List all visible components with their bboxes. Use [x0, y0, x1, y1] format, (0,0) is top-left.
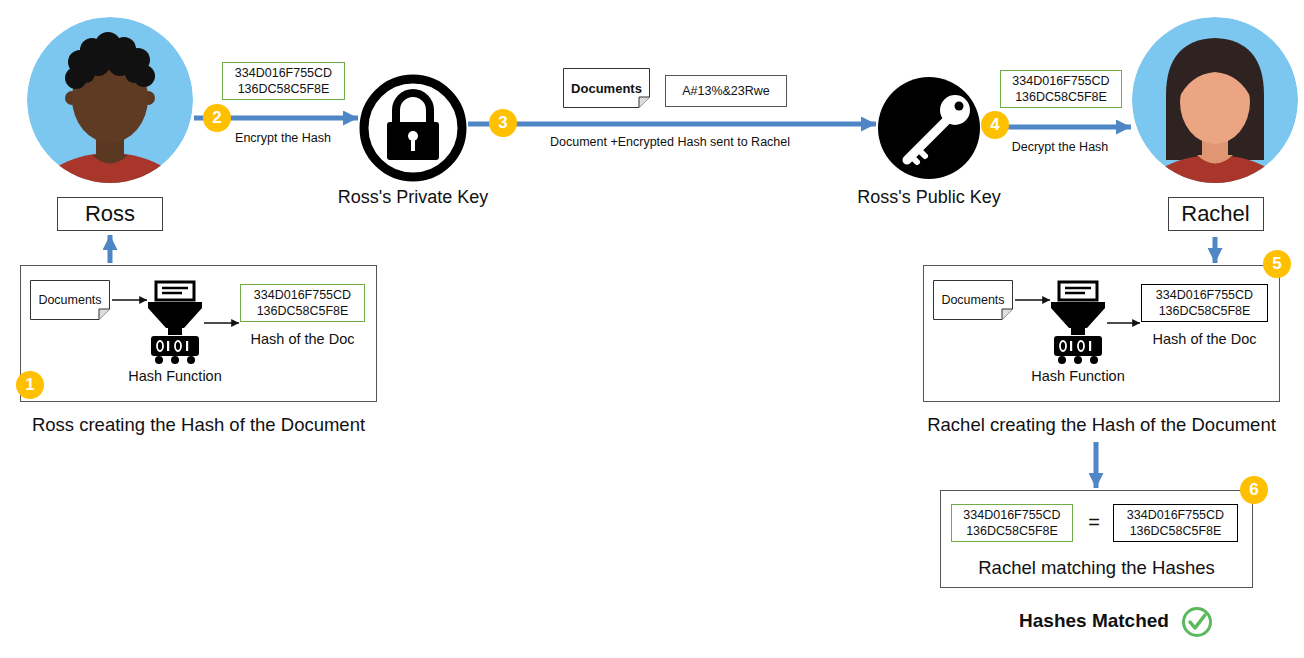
callout-number: 6 — [1240, 476, 1268, 504]
hash-caption: Hash of the Doc — [251, 331, 355, 347]
document-body — [564, 69, 650, 108]
document-fold — [639, 97, 650, 108]
document-label: Documents — [571, 81, 642, 96]
flow-arrow — [1213, 237, 1218, 263]
edge-label: Decrypt the Hash — [1010, 140, 1111, 154]
panel-caption: Rachel matching the Hashes — [978, 557, 1215, 579]
person-figure: Rachel — [1133, 15, 1298, 235]
document-body — [934, 281, 1013, 320]
callout-number: 1 — [16, 371, 44, 399]
icon-caption: Hash Function — [128, 368, 222, 384]
key-icon — [878, 77, 980, 179]
result-label: Hashes Matched — [1019, 610, 1169, 632]
document-fold — [1002, 309, 1013, 320]
hash-value: 334D016F755CD 136DC58C5F8E — [1142, 285, 1267, 321]
icon-caption: Hash Function — [1031, 368, 1125, 384]
hash-box: 334D016F755CD 136DC58C5F8E — [1113, 504, 1238, 542]
rachel-avatar — [1132, 17, 1298, 255]
document-shape: Documents — [30, 280, 110, 320]
hash-box: 334D016F755CD 136DC58C5F8EHash of the Do… — [1141, 284, 1268, 322]
hash-function: Hash Function — [1051, 282, 1105, 364]
icon-caption: Ross's Public Key — [857, 187, 1001, 208]
ross-avatar — [27, 17, 193, 257]
process-panel: Rachel creating the Hash of the Document… — [923, 265, 1280, 440]
flow-arrow — [1094, 442, 1099, 488]
hash-value: 334D016F755CD 136DC58C5F8E — [952, 505, 1072, 541]
key-icon-node: Ross's Public Key — [878, 75, 980, 180]
flow-arrow — [108, 235, 113, 263]
hash-box: 334D016F755CD 136DC58C5F8E — [222, 62, 345, 100]
name-label: Rachel — [1168, 197, 1264, 231]
document-label: Documents — [38, 293, 101, 307]
panel-caption: Rachel creating the Hash of the Document — [927, 414, 1276, 436]
hash-function: Hash Function — [148, 282, 202, 364]
hash-value: 334D016F755CD 136DC58C5F8E — [1114, 505, 1237, 541]
flow-arrow — [468, 122, 876, 127]
check-icon — [1184, 609, 1211, 636]
key-icon-node: Ross's Private Key — [360, 75, 466, 181]
callout-number: 4 — [981, 111, 1009, 139]
hash-function-icon — [1051, 282, 1105, 364]
hash-function-icon — [148, 282, 202, 364]
panel-caption: Ross creating the Hash of the Document — [32, 414, 365, 436]
step-arrow — [1015, 299, 1050, 300]
hash-box: 334D016F755CD 136DC58C5F8E — [951, 504, 1073, 542]
equals-sign: = — [1088, 511, 1100, 534]
step-arrow — [204, 322, 239, 323]
person-figure: Ross — [28, 15, 192, 233]
hash-value: 334D016F755CD 136DC58C5F8E — [241, 285, 364, 321]
document-shape: Documents — [563, 68, 650, 108]
icon-caption: Ross's Private Key — [338, 187, 489, 208]
hash-value: 334D016F755CD 136DC58C5F8E — [223, 63, 344, 99]
document-label: Documents — [941, 293, 1004, 307]
hash-box: 334D016F755CD 136DC58C5F8E — [1000, 70, 1122, 108]
lock-icon — [364, 79, 462, 177]
callout-number: 3 — [489, 109, 517, 137]
callout-number: 5 — [1263, 250, 1291, 278]
step-arrow — [112, 299, 147, 300]
hash-value: 334D016F755CD 136DC58C5F8E — [1001, 71, 1121, 107]
document-shape: Documents — [933, 280, 1013, 320]
step-arrow — [1107, 322, 1140, 323]
cipher-text: A#13%&23Rwe — [682, 84, 770, 98]
name-label: Ross — [57, 197, 163, 231]
match-panel: Rachel matching the Hashes 334D016F755CD … — [940, 490, 1253, 588]
process-panel: Ross creating the Hash of the Document Do… — [20, 265, 377, 440]
hash-caption: Hash of the Doc — [1153, 331, 1257, 347]
edge-label: Document +Encrypted Hash sent to Rachel — [548, 135, 792, 149]
callout-number: 2 — [203, 104, 231, 132]
encrypted-box: A#13%&23Rwe — [665, 75, 787, 107]
edge-label: Encrypt the Hash — [233, 131, 333, 145]
document-body — [31, 281, 110, 320]
hash-box: 334D016F755CD 136DC58C5F8EHash of the Do… — [240, 284, 365, 322]
document-fold — [99, 309, 110, 320]
